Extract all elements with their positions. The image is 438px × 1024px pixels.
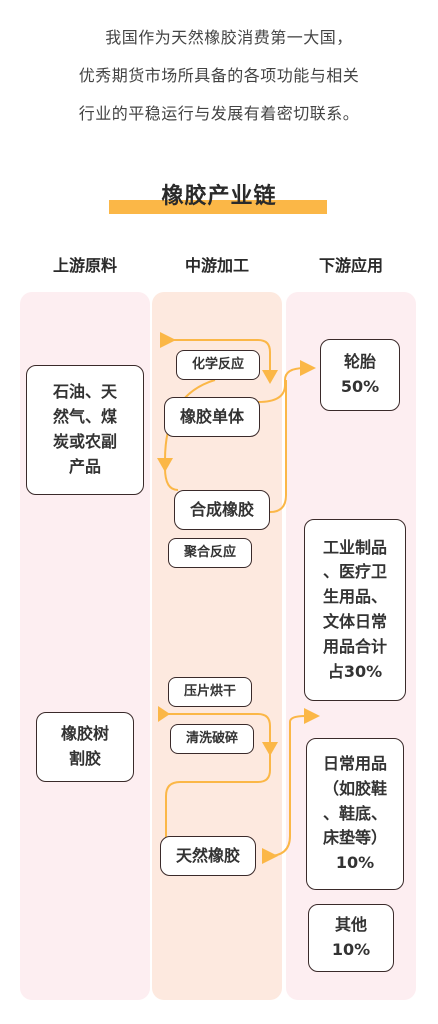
arrowhead-chemical [262, 370, 278, 384]
upstream-rubber-tree-box: 橡胶树 割胶 [36, 712, 134, 782]
arrowhead-tires [300, 360, 316, 376]
rubber-monomer-label: 橡胶单体 [179, 406, 244, 426]
flow-line-synthetic-loop [164, 467, 179, 491]
flow-line-tree-entry [158, 713, 271, 744]
arrowhead-natural [262, 848, 278, 864]
natural-rubber-label: 天然橡胶 [175, 845, 240, 865]
diagram-title: 橡胶产业链 [161, 184, 277, 209]
flow-line-wash-to-natural [165, 752, 271, 848]
rubber-monomer-box: 橡胶单体 [164, 397, 260, 437]
title-underline [109, 200, 327, 214]
col-head-upstream: 上游原料 [52, 256, 117, 275]
arrowhead-industrial [304, 708, 320, 724]
synthetic-rubber-label: 合成橡胶 [189, 499, 254, 519]
sheet-drying-box: 压片烘干 [168, 677, 252, 707]
intro-line-3: 行业的平稳运行与发展有着密切联系。 [78, 104, 360, 123]
col-head-midstream: 中游加工 [184, 256, 249, 275]
flow-line-top-entry [160, 339, 271, 372]
tires-label: 轮胎 50% [340, 352, 380, 396]
arrowhead-synthetic [157, 458, 173, 472]
flow-line-branch-industrial [289, 715, 306, 723]
natural-rubber-box: 天然橡胶 [160, 836, 256, 876]
polymerization-label: 聚合反应 [183, 544, 236, 560]
intro-line-2: 优秀期货市场所具备的各项功能与相关 [78, 66, 360, 85]
upstream-petro-label: 石油、天 然气、煤 炭或农副 产品 [52, 382, 117, 476]
other-box: 其他 10% [308, 904, 394, 972]
polymerization-box: 聚合反应 [168, 538, 252, 568]
wash-crush-label: 清洗破碎 [185, 730, 238, 746]
chemical-reaction-box: 化学反应 [176, 350, 260, 380]
daily-goods-box: 日常用品 （如胶鞋 、鞋底、 床垫等） 10% [306, 738, 404, 890]
flow-line-synthetic-to-tires [269, 380, 287, 513]
arrowhead-wash [262, 742, 278, 756]
arrowhead-natural-left [158, 706, 170, 722]
synthetic-rubber-box: 合成橡胶 [174, 490, 270, 530]
other-label: 其他 10% [331, 915, 371, 959]
industrial-box: 工业制品 、医疗卫 生用品、 文体日常 用品合计 占30% [304, 519, 406, 701]
col-head-downstream: 下游应用 [318, 256, 383, 275]
sheet-drying-label: 压片烘干 [183, 683, 236, 699]
wash-crush-box: 清洗破碎 [170, 724, 254, 754]
intro-line-1: 我国作为天然橡胶消费第一大国， [105, 28, 353, 47]
upstream-rubber-tree-label: 橡胶树 割胶 [60, 724, 109, 768]
tires-box: 轮胎 50% [320, 339, 400, 411]
upstream-petro-box: 石油、天 然气、煤 炭或农副 产品 [26, 365, 144, 495]
arrowhead-top-entry [160, 332, 176, 348]
daily-goods-label: 日常用品 （如胶鞋 、鞋底、 床垫等） 10% [322, 754, 387, 873]
industrial-label: 工业制品 、医疗卫 生用品、 文体日常 用品合计 占30% [322, 537, 387, 681]
chemical-reaction-label: 化学反应 [191, 356, 244, 372]
